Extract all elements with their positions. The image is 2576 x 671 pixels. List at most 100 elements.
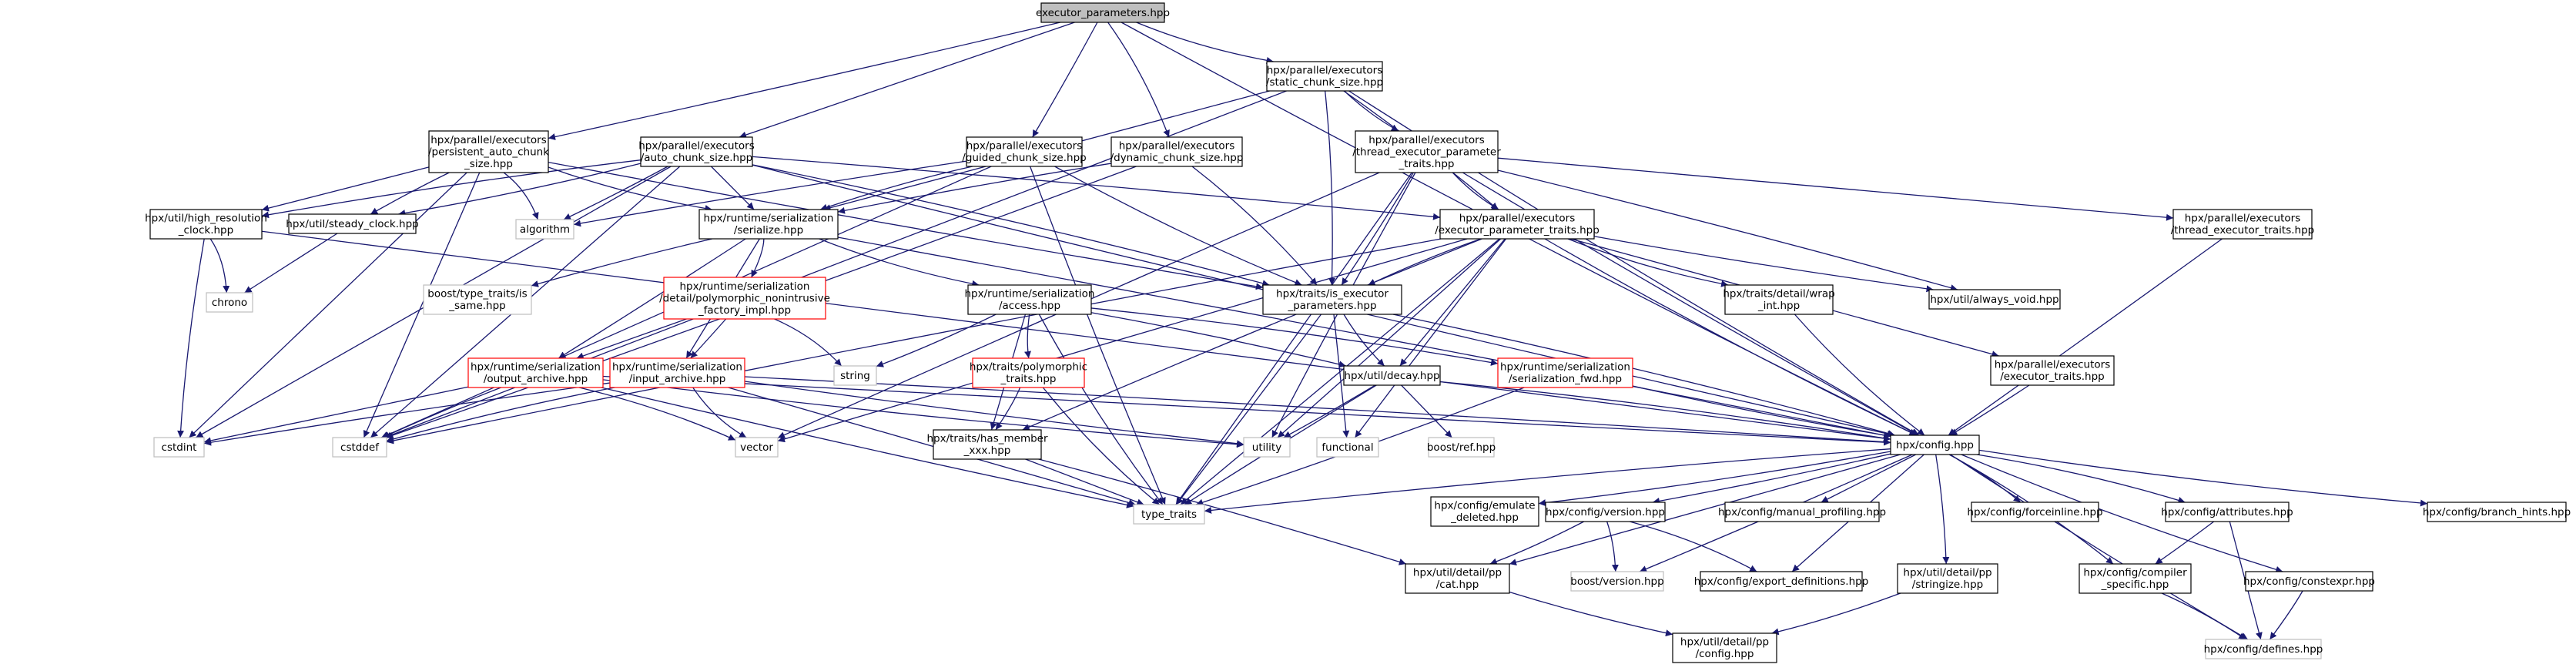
node-box-defines bbox=[2205, 639, 2322, 659]
node-forceinline[interactable]: hpx/config/forceinline.hpp bbox=[1967, 502, 2103, 522]
node-label-cstdint: cstdint bbox=[162, 441, 197, 454]
node-label-guided: /guided_chunk_size.hpp bbox=[962, 152, 1086, 164]
dependency-edge-version-to-boost_version bbox=[1606, 521, 1619, 572]
node-compiler_specific[interactable]: hpx/config/compiler_specific.hpp bbox=[2079, 563, 2192, 594]
node-ser_fwd[interactable]: hpx/runtime/serialization/serialization_… bbox=[1497, 357, 1633, 388]
dependency-edge-has_member-to-type_traits bbox=[1025, 458, 1144, 505]
node-label-defines: hpx/config/defines.hpp bbox=[2204, 643, 2323, 656]
node-dynamic[interactable]: hpx/parallel/executors/dynamic_chunk_siz… bbox=[1110, 136, 1244, 167]
node-label-vector: vector bbox=[740, 441, 773, 454]
dependency-edge-serialize-to-boost_same bbox=[531, 238, 712, 287]
node-version[interactable]: hpx/config/version.hpp bbox=[1545, 502, 1666, 522]
node-steady[interactable]: hpx/util/steady_clock.hpp bbox=[286, 213, 419, 234]
node-label-thread_param: hpx/parallel/executors bbox=[1368, 134, 1485, 146]
node-exec_param_traits[interactable]: hpx/parallel/executors/executor_paramete… bbox=[1435, 209, 1600, 240]
node-label-stringize: /stringize.hpp bbox=[1912, 579, 1983, 591]
node-is_exec_params[interactable]: hpx/traits/is_executor_parameters.hpp bbox=[1262, 284, 1402, 315]
dependency-edge-config-to-branch_hints bbox=[1978, 449, 2428, 507]
node-label-exec_traits: hpx/parallel/executors bbox=[1995, 359, 2111, 371]
node-label-static_chunk: hpx/parallel/executors bbox=[1267, 65, 1383, 77]
node-box-access bbox=[967, 284, 1092, 315]
node-box-cstdint bbox=[153, 437, 205, 458]
node-always_void[interactable]: hpx/util/always_void.hpp bbox=[1928, 289, 2061, 310]
dependency-edge-auto_chunk-to-exec_param_traits bbox=[752, 156, 1441, 220]
node-label-utility: utility bbox=[1252, 441, 1281, 454]
dependency-edge-persistent-to-is_exec_params bbox=[548, 161, 1264, 290]
node-poly_factory[interactable]: hpx/runtime/serialization/detail/polymor… bbox=[659, 277, 830, 320]
dependency-edge-persistent-to-cstddef bbox=[363, 172, 481, 438]
node-attributes[interactable]: hpx/config/attributes.hpp bbox=[2161, 502, 2293, 522]
node-emulate_deleted[interactable]: hpx/config/emulate_deleted.hpp bbox=[1430, 496, 1539, 527]
node-label-input_archive: hpx/runtime/serialization bbox=[612, 361, 742, 374]
dependency-edge-decay-to-config bbox=[1439, 381, 1891, 442]
node-string: string bbox=[833, 365, 877, 386]
node-box-config bbox=[1890, 434, 1980, 455]
node-branch_hints[interactable]: hpx/config/branch_hints.hpp bbox=[2423, 502, 2571, 522]
dependency-edge-is_exec_params-to-config bbox=[1392, 314, 1895, 437]
node-stringize[interactable]: hpx/util/detail/pp/stringize.hpp bbox=[1897, 563, 1998, 594]
node-label-compiler_specific: hpx/config/compiler bbox=[2083, 567, 2187, 579]
node-export_defs[interactable]: hpx/config/export_definitions.hpp bbox=[1694, 571, 1869, 592]
node-label-persistent: /persistent_auto_chunk bbox=[428, 146, 549, 158]
dependency-edge-decay-to-boost_ref bbox=[1401, 384, 1452, 438]
dependency-edge-is_exec_params-to-type_traits bbox=[1176, 314, 1322, 505]
node-constexpr[interactable]: hpx/config/constexpr.hpp bbox=[2243, 571, 2375, 592]
node-box-serialize bbox=[698, 209, 839, 240]
node-box-persistent bbox=[428, 130, 549, 173]
node-thread_exec_traits[interactable]: hpx/parallel/executors/thread_executor_t… bbox=[2171, 209, 2315, 240]
node-serialize[interactable]: hpx/runtime/serialization/serialize.hpp bbox=[698, 209, 839, 240]
node-label-emulate_deleted: hpx/config/emulate bbox=[1434, 500, 1535, 512]
node-wrap_int[interactable]: hpx/traits/detail/wrap_int.hpp bbox=[1723, 284, 1835, 315]
node-manual_profiling[interactable]: hpx/config/manual_profiling.hpp bbox=[1718, 502, 1886, 522]
node-persistent[interactable]: hpx/parallel/executors/persistent_auto_c… bbox=[428, 130, 549, 173]
dependency-edge-output_archive-to-cstddef bbox=[382, 387, 501, 438]
node-box-input_archive bbox=[609, 357, 745, 388]
node-static_chunk[interactable]: hpx/parallel/executors/static_chunk_size… bbox=[1266, 61, 1383, 92]
node-decay[interactable]: hpx/util/decay.hpp bbox=[1343, 365, 1441, 386]
node-box-vector bbox=[735, 437, 779, 458]
node-config[interactable]: hpx/config.hpp bbox=[1890, 434, 1980, 455]
node-label-is_exec_params: _parameters.hpp bbox=[1287, 300, 1376, 312]
node-input_archive[interactable]: hpx/runtime/serialization/input_archive.… bbox=[609, 357, 745, 388]
node-label-string: string bbox=[840, 370, 870, 382]
node-box-cat bbox=[1405, 563, 1510, 594]
node-label-compiler_specific: _specific.hpp bbox=[2101, 579, 2169, 591]
node-thread_param[interactable]: hpx/parallel/executors/thread_executor_p… bbox=[1352, 130, 1501, 173]
node-box-has_member bbox=[933, 429, 1042, 460]
node-guided[interactable]: hpx/parallel/executors/guided_chunk_size… bbox=[962, 136, 1087, 167]
node-pp_config[interactable]: hpx/util/detail/pp/config.hpp bbox=[1672, 632, 1777, 663]
node-auto_chunk[interactable]: hpx/parallel/executors/auto_chunk_size.h… bbox=[638, 136, 755, 167]
node-label-has_member: _xxx.hpp bbox=[963, 445, 1011, 457]
node-label-guided: hpx/parallel/executors bbox=[966, 140, 1083, 153]
dependency-edge-poly_traits-to-type_traits bbox=[1042, 387, 1160, 505]
dependency-edge-is_exec_params-to-functional bbox=[1333, 314, 1350, 438]
node-label-algorithm: algorithm bbox=[520, 223, 570, 236]
node-label-forceinline: hpx/config/forceinline.hpp bbox=[1967, 506, 2102, 518]
node-exec_traits[interactable]: hpx/parallel/executors/executor_traits.h… bbox=[1990, 355, 2115, 386]
dependency-edge-thread_exec_traits-to-config bbox=[1948, 238, 2223, 436]
dependency-edge-poly_traits-to-has_member bbox=[995, 387, 1021, 431]
node-cstddef: cstddef bbox=[332, 437, 387, 458]
node-high_res[interactable]: hpx/util/high_resolution_clock.hpp bbox=[145, 209, 267, 240]
node-access[interactable]: hpx/runtime/serialization/access.hpp bbox=[964, 284, 1095, 315]
dependency-edge-version-to-export_defs bbox=[1630, 521, 1757, 572]
node-label-exec_param_traits: /executor_parameter_traits.hpp bbox=[1435, 224, 1600, 237]
node-cat[interactable]: hpx/util/detail/pp/cat.hpp bbox=[1405, 563, 1510, 594]
dependency-edge-serialize-to-access bbox=[819, 238, 980, 287]
node-label-boost_same: _same.hpp bbox=[448, 300, 506, 312]
dependency-edge-input_archive-to-cstddef bbox=[386, 387, 615, 443]
node-label-access: hpx/runtime/serialization bbox=[964, 288, 1094, 300]
dependency-edge-exec_traits-to-config bbox=[1949, 384, 2030, 436]
node-label-chrono: chrono bbox=[212, 297, 247, 309]
node-output_archive[interactable]: hpx/runtime/serialization/output_archive… bbox=[467, 357, 604, 388]
dependency-edge-auto_chunk-to-steady bbox=[398, 163, 641, 216]
node-label-wrap_int: hpx/traits/detail/wrap bbox=[1723, 288, 1834, 300]
dependency-edge-poly_factory-to-string bbox=[774, 318, 842, 367]
node-label-version: hpx/config/version.hpp bbox=[1546, 506, 1665, 518]
node-box-always_void bbox=[1928, 289, 2061, 310]
node-root[interactable]: executor_parameters.hpp bbox=[1036, 2, 1170, 23]
node-poly_traits[interactable]: hpx/traits/polymorphic_traits.hpp bbox=[970, 357, 1087, 388]
node-has_member[interactable]: hpx/traits/has_member_xxx.hpp bbox=[926, 429, 1048, 460]
dependency-edge-config-to-type_traits bbox=[1204, 448, 1891, 514]
node-boost_ref: boost/ref.hpp bbox=[1427, 437, 1496, 458]
